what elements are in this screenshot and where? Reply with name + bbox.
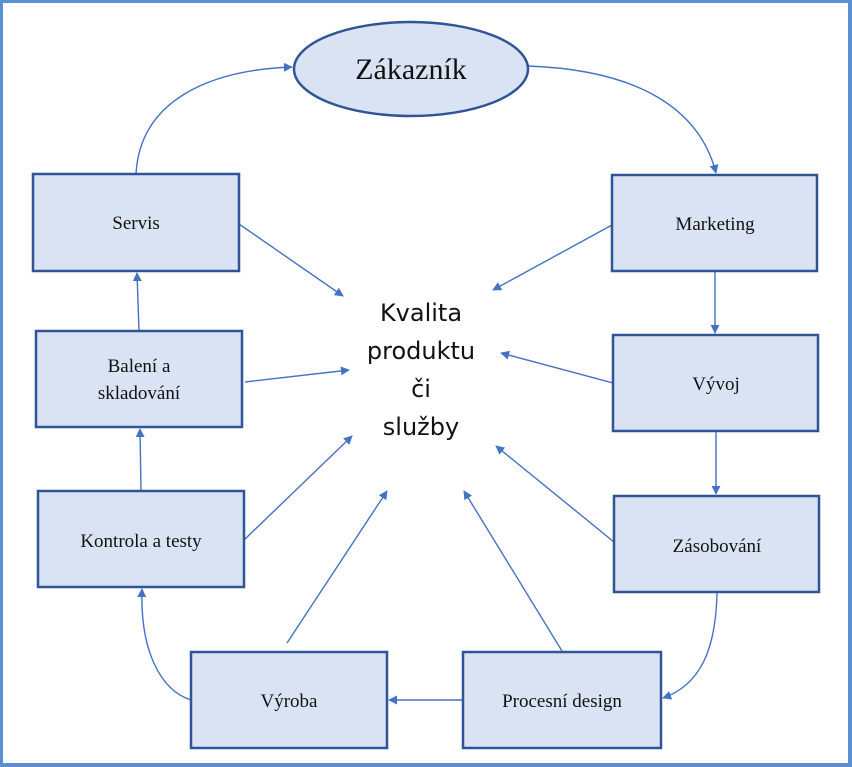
node-zasobovani: Zásobování: [612, 494, 821, 594]
center-line-1: Kvalita: [380, 299, 462, 327]
node-vyvoj: Vývoj: [611, 333, 820, 433]
edge-vyroba-to-center: [286, 490, 388, 644]
node-label-line-1: Balení a: [108, 356, 171, 377]
edge-servis-to-zakaznik: [135, 62, 293, 175]
edge-zasobovani-to-procesni-design: [662, 591, 718, 700]
edge-servis-to-center: [238, 223, 344, 297]
edge-kontrola-to-center: [243, 435, 353, 541]
node-label: Vývoj: [692, 374, 740, 395]
center-line-2: produktu: [367, 337, 475, 365]
edge-kontrola-to-baleni: [135, 428, 145, 492]
node-label: Procesní design: [502, 691, 622, 712]
node-label: Kontrola a testy: [80, 531, 202, 552]
edge-marketing-to-center: [492, 224, 613, 291]
node-label: Zásobování: [673, 536, 762, 557]
edge-zakaznik-to-marketing: [527, 65, 719, 174]
customer-label: Zákazník: [355, 53, 467, 86]
node-label: Servis: [112, 213, 160, 234]
edge-vyvoj-to-center: [500, 350, 614, 384]
node-label: Marketing: [675, 214, 755, 235]
node-vyroba: Výroba: [189, 650, 389, 750]
node-baleni: Balení a skladování: [34, 329, 244, 429]
edge-baleni-to-servis: [132, 272, 142, 332]
node-label: Výroba: [261, 691, 319, 712]
node-servis: Servis: [31, 172, 241, 273]
node-procesni-design: Procesní design: [461, 650, 663, 750]
center-line-3: či: [411, 375, 431, 403]
node-marketing: Marketing: [610, 173, 819, 273]
node-kontrola: Kontrola a testy: [36, 489, 246, 589]
edges: [132, 62, 721, 705]
node-label-line-2: skladování: [98, 383, 181, 404]
center-line-4: služby: [383, 413, 459, 441]
edge-baleni-to-center: [244, 366, 350, 383]
edge-zasobovani-to-center: [495, 445, 615, 543]
customer-node: Zákazník: [292, 20, 530, 118]
center-label: Kvalita produktu či služby: [367, 299, 475, 441]
edge-procesni-design-to-center: [463, 490, 563, 652]
edge-vyroba-to-kontrola: [137, 588, 192, 701]
